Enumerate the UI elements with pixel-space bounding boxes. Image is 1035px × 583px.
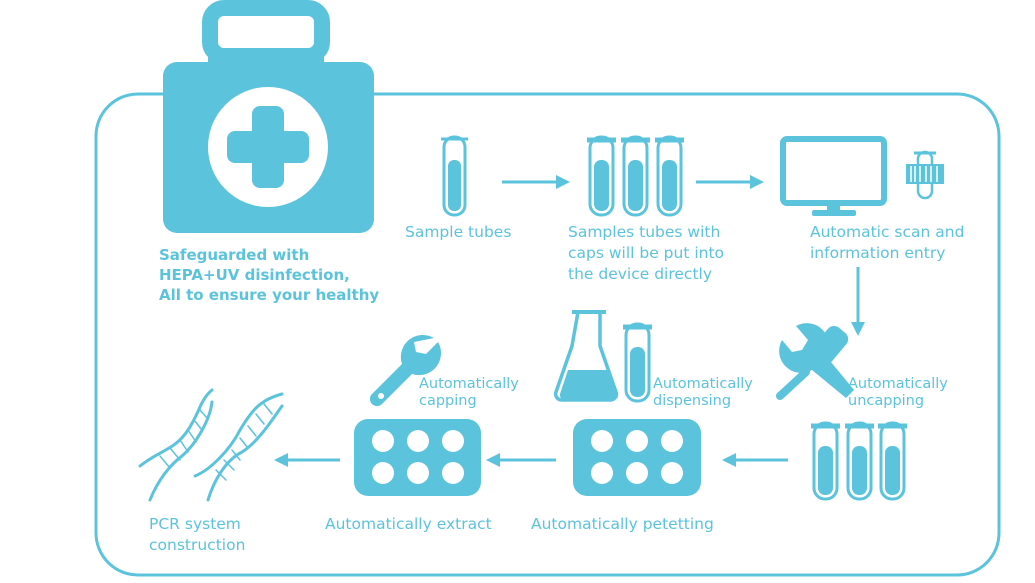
first-aid-kit-icon [163,0,374,233]
extract-label: Automatically extract [325,515,492,533]
arrow-right-icon [696,175,764,189]
well-plate-icon [354,419,481,496]
wrench-icon [369,334,442,407]
pcr-label: PCR system construction [149,515,246,554]
dispensing-label: Automatically dispensing [653,376,753,409]
kit-caption-line2: HEPA+UV disinfection, [159,266,350,284]
petetting-label: Automatically petetting [531,515,714,533]
arrow-right-icon [502,175,570,189]
flask-tube-icon [553,310,652,403]
arrow-left-icon [722,453,788,467]
outer-frame [94,92,1001,577]
kit-caption-line1: Safeguarded with [159,246,310,264]
well-plate-icon [573,419,701,496]
scan-label: Automatic scan and information entry [810,223,965,262]
arrow-down-icon [851,267,865,336]
arrow-left-icon [274,453,340,467]
caps-tubes-label: Samples tubes with caps will be put into… [568,223,725,283]
uncapping-label: Automatically uncapping [848,376,948,409]
test-tubes-icon [587,135,684,217]
capping-label: Automatically capping [419,376,519,409]
test-tube-icon [441,135,468,217]
monitor-barcode-icon [780,136,944,216]
arrow-left-icon [486,453,556,467]
kit-caption-line3: All to ensure your healthy [159,286,380,304]
test-tubes-icon [811,421,907,501]
sample-tubes-label: Sample tubes [405,223,512,241]
tools-icon [776,323,854,400]
dna-helix-icon [138,388,284,502]
